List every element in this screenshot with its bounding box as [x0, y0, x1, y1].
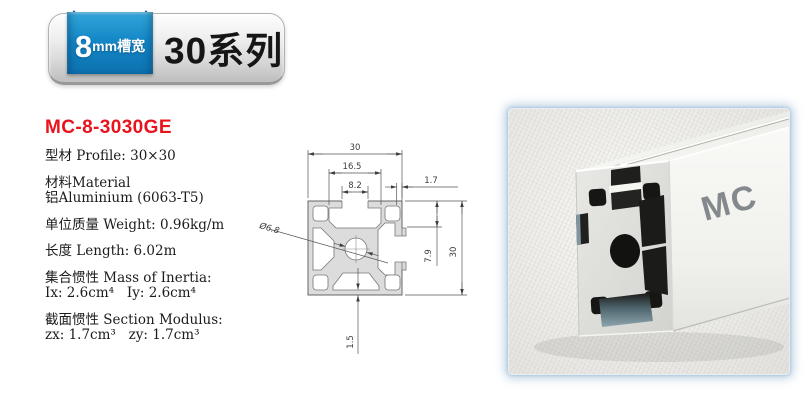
- spec-list: 型材 Profile: 30×30 材料Material 铝Aluminium …: [45, 148, 260, 355]
- extrusion-side-face: [669, 127, 789, 331]
- dim-center-hole-label: Ø6.8: [257, 220, 281, 237]
- dim-height-label: 30: [449, 247, 459, 258]
- corner-hole: [312, 274, 329, 291]
- dim-width-label: 30: [350, 143, 361, 153]
- dim-lip-label: 1.7: [424, 176, 438, 186]
- technical-drawing: 30 16.5 8.2 1.7 30 7.9 1.5 Ø6.8: [257, 143, 467, 354]
- top-slot-lip-highlight: [609, 182, 642, 193]
- slot-lip-upper: [401, 227, 407, 237]
- dim-slot-depth-label: 7.9: [424, 249, 434, 263]
- spec-inertia: 集合惯性 Mass of Inertia: Ix: 2.6cm⁴ Iy: 2.6…: [45, 269, 260, 302]
- left-slot-inner-face: [576, 214, 581, 245]
- corner-hole: [312, 205, 329, 222]
- profile-cross-section: [307, 200, 407, 296]
- slot-lip-lower: [401, 261, 407, 271]
- spec-line: Ix: 2.6cm⁴ Iy: 2.6cm⁴: [45, 285, 196, 301]
- spec-line: 铝Aluminium (6063-T5): [45, 190, 204, 206]
- bottom-cavity-photo: [599, 293, 653, 327]
- spec-line: 长度 Length: 6.02m: [45, 243, 177, 259]
- center-hole-crosshair: [342, 235, 370, 263]
- top-slot-inner-shadow: [611, 189, 642, 210]
- right-cavity-shadow: [642, 246, 668, 295]
- dimension-lines: [268, 150, 467, 354]
- dim-slot-opening-label: 8.2: [348, 181, 362, 191]
- spec-weight: 单位质量 Weight: 0.96kg/m: [45, 216, 260, 234]
- product-model-title: MC-8-3030GE: [45, 117, 172, 138]
- product-photo: MC: [508, 108, 790, 375]
- center-bore: [609, 234, 641, 268]
- spec-material: 材料Material 铝Aluminium (6063-T5): [45, 174, 260, 207]
- right-cavity-shadow: [639, 195, 666, 247]
- spec-line: 材料Material: [45, 174, 131, 191]
- corner-hole-photo: [642, 182, 661, 201]
- left-cavity: [312, 227, 335, 271]
- spec-line: 截面惯性 Section Modulus:: [45, 311, 223, 328]
- spec-profile: 型材 Profile: 30×30: [45, 148, 260, 165]
- series-label: 30系列: [164, 30, 284, 72]
- corner-hole-photo: [588, 188, 607, 207]
- bottom-cavity: [332, 272, 380, 291]
- dim-inner-width-label: 16.5: [343, 162, 362, 172]
- spec-line: 单位质量 Weight: 0.96kg/m: [45, 216, 225, 233]
- dim-wall-label: 1.5: [346, 335, 356, 349]
- spec-length: 长度 Length: 6.02m: [45, 243, 260, 260]
- slot-width-number: 8: [74, 28, 93, 64]
- profile-shadow: [534, 332, 784, 362]
- spec-line: 型材 Profile: 30×30: [45, 148, 176, 164]
- extrusion-photo-illustration: MC: [534, 110, 789, 362]
- corner-hole: [384, 205, 401, 222]
- slot-width-unit: mm槽宽: [92, 38, 146, 54]
- spec-modulus: 截面惯性 Section Modulus: zx: 1.7cm³ zy: 1.7…: [45, 311, 260, 344]
- spec-line: zx: 1.7cm³ zy: 1.7cm³: [45, 327, 200, 343]
- spec-line: 集合惯性 Mass of Inertia:: [45, 269, 212, 286]
- corner-hole: [384, 274, 401, 291]
- extrusion-end-face: [575, 160, 674, 337]
